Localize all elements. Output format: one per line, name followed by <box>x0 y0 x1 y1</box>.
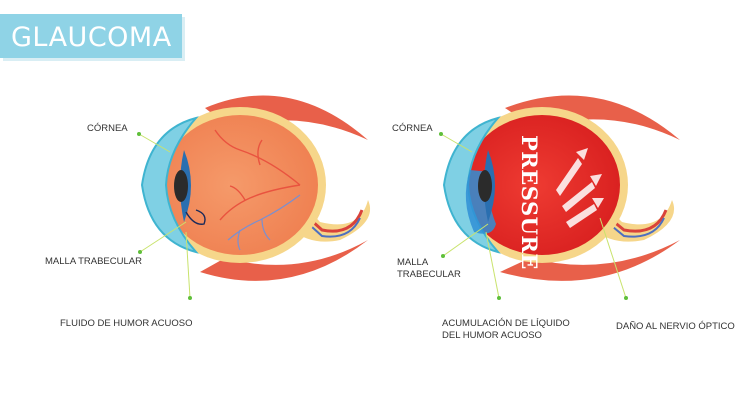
normal-eye <box>140 95 371 281</box>
label-accumulation: ACUMULACIÓN DE LÍQUIDO DEL HUMOR ACUOSO <box>442 318 570 341</box>
pupil <box>174 170 188 202</box>
label-cornea-normal: CÓRNEA <box>87 123 128 134</box>
cornea <box>140 116 199 254</box>
upper-muscle <box>205 95 368 140</box>
normal-eye-leaders <box>137 132 192 300</box>
lower-muscle <box>200 240 368 281</box>
glaucoma-eye: PRESSURE <box>442 95 680 281</box>
upper-muscle-g <box>505 95 680 140</box>
eyeball <box>162 115 318 255</box>
pressure-text: PRESSURE <box>517 135 542 270</box>
label-optic-damage: DAÑO AL NERVIO ÓPTICO <box>616 321 735 332</box>
pupil-g <box>478 170 492 202</box>
optic-nerve-vessel-g <box>601 217 665 238</box>
glaucoma-eye-leaders <box>439 132 628 300</box>
label-trabecular-glaucoma: MALLA TRABECULAR <box>397 257 461 280</box>
pressure-arrows <box>556 148 604 228</box>
label-cornea-glaucoma: CÓRNEA <box>392 123 433 134</box>
label-trabecular-normal: MALLA TRABECULAR <box>45 256 142 267</box>
title-banner: GLAUCOMA <box>0 14 182 58</box>
optic-nerve-vessel <box>301 217 361 238</box>
label-fluid-normal: FLUIDO DE HUMOR ACUOSO <box>60 318 193 329</box>
page-title: GLAUCOMA <box>11 22 172 53</box>
optic-nerve-core-g <box>601 209 668 233</box>
aqueous-flow <box>185 209 206 225</box>
retina-vessels <box>214 129 301 221</box>
blue-vessels <box>227 194 301 251</box>
lower-muscle-g <box>500 240 680 281</box>
optic-nerve-core <box>300 209 364 233</box>
cornea-g <box>442 116 501 254</box>
